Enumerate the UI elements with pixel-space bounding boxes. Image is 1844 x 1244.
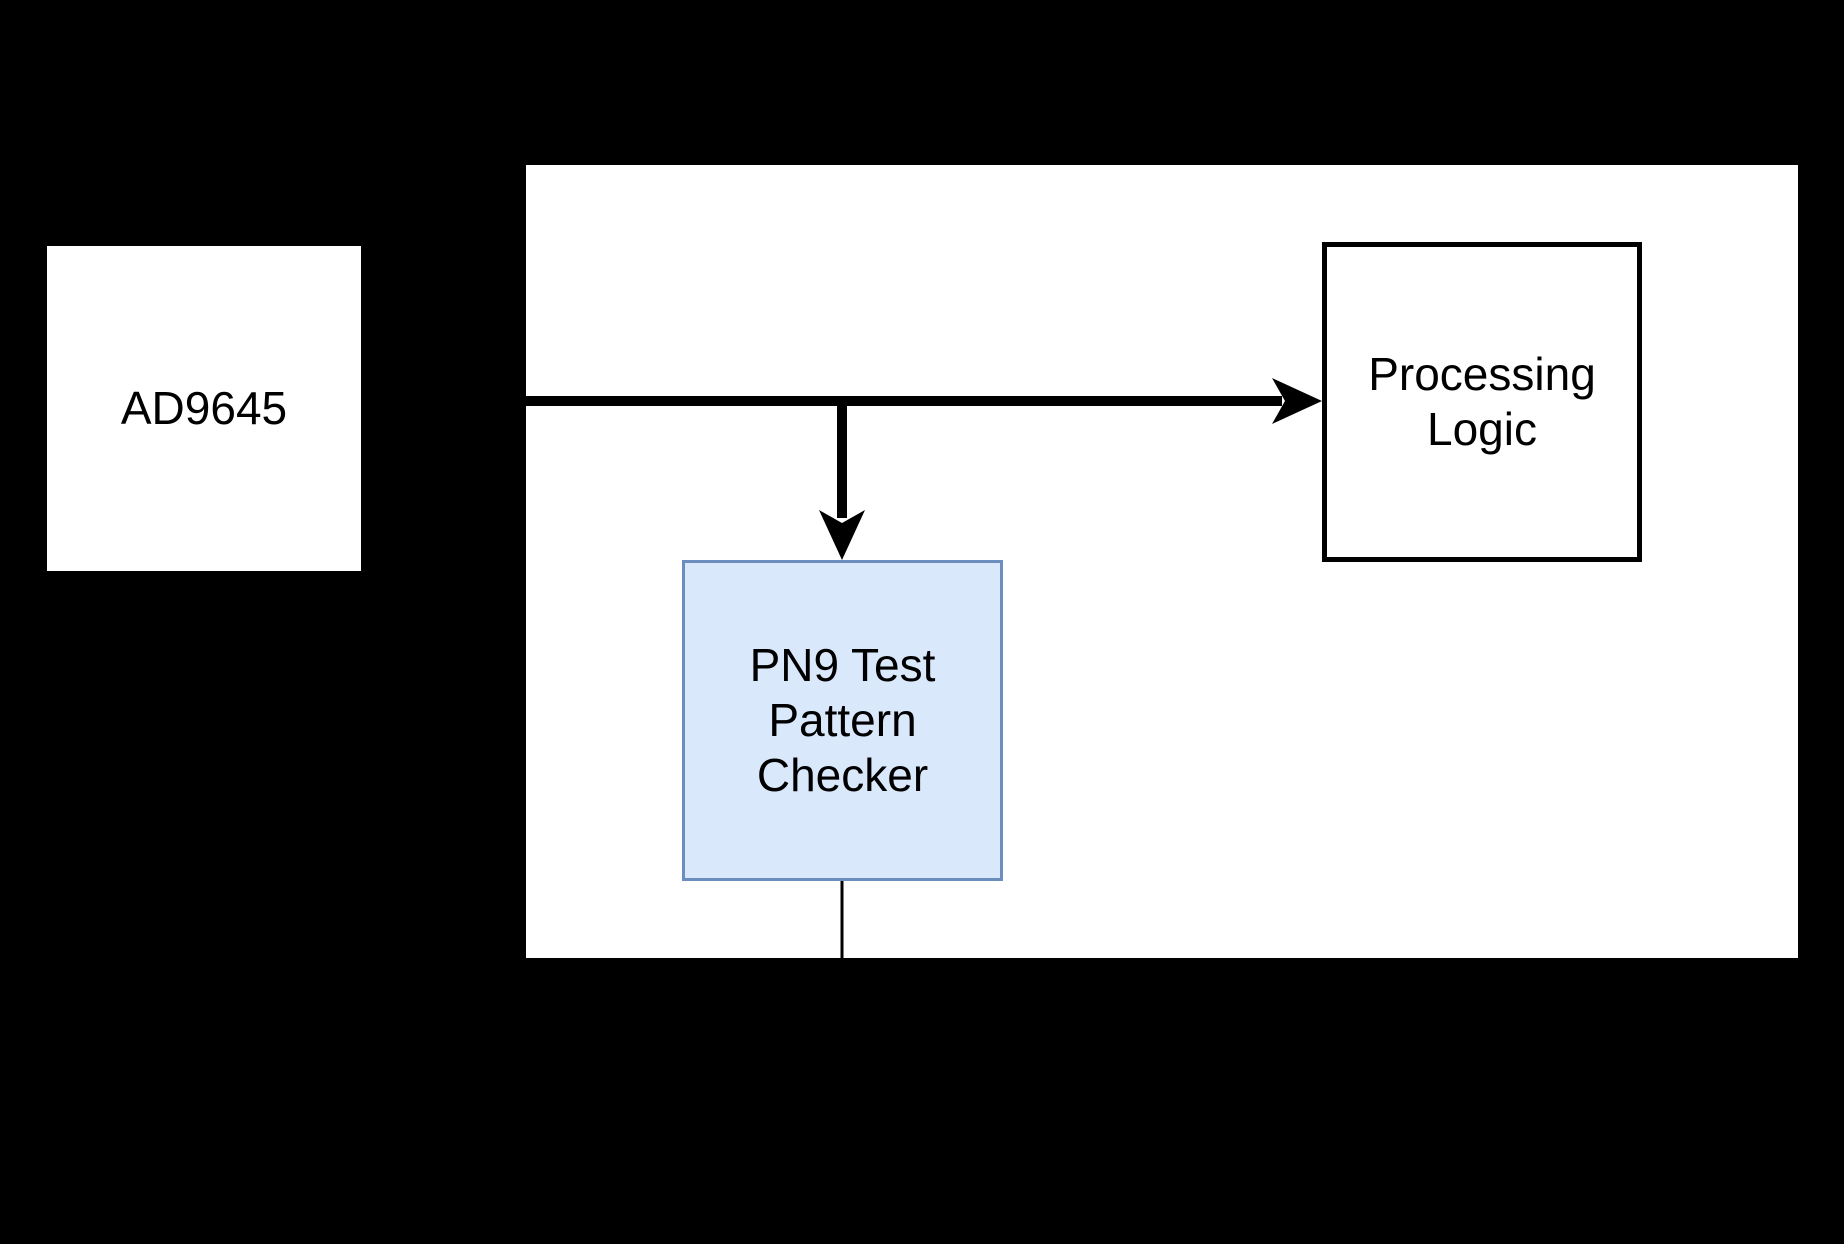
- adc-label: AD9645: [120, 381, 288, 434]
- processing-logic-label: Processing Logic: [1368, 347, 1596, 455]
- pn9-checker-label: PN9 Test Pattern Checker: [749, 638, 936, 802]
- adc-block: AD9645: [45, 244, 363, 573]
- processing-logic-block: Processing Logic: [1322, 242, 1642, 562]
- pn9-checker-block: PN9 Test Pattern Checker: [682, 560, 1003, 881]
